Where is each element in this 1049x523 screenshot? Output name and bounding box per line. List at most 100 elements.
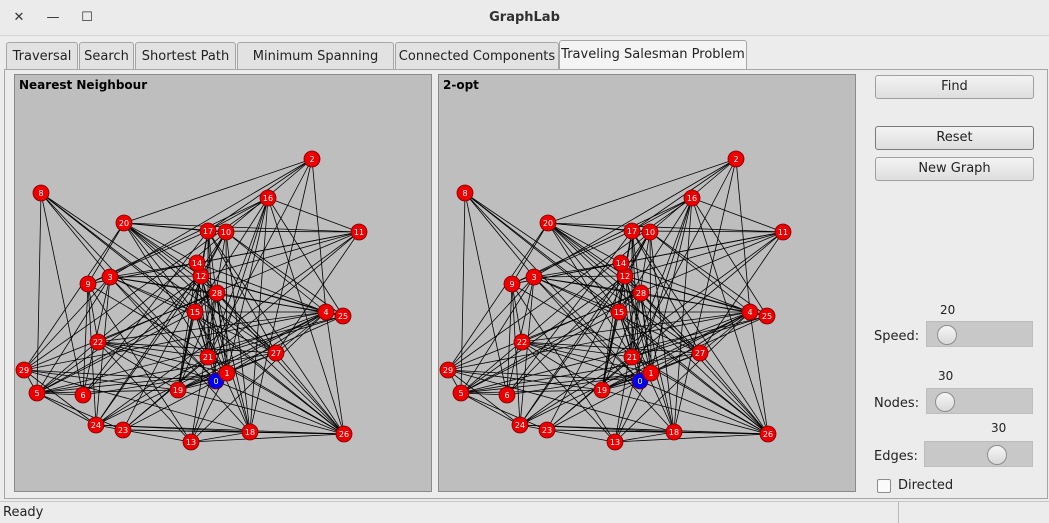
- opt-node-24[interactable]: 24: [511, 416, 529, 434]
- nn-node-10[interactable]: 10: [217, 223, 235, 241]
- opt-edge-5-24: [460, 392, 521, 426]
- nn-edge-10-25: [225, 231, 344, 317]
- nn-node-9[interactable]: 9: [79, 275, 97, 293]
- nn-edge-21-24: [95, 356, 209, 426]
- nn-node-26[interactable]: 26: [335, 425, 353, 443]
- nn-node-2[interactable]: 2: [303, 150, 321, 168]
- nn-node-17[interactable]: 17: [199, 222, 217, 240]
- opt-node-17[interactable]: 17: [623, 222, 641, 240]
- tab-connected-components[interactable]: Connected Components: [395, 42, 559, 70]
- directed-checkbox[interactable]: [877, 479, 891, 493]
- opt-node-5[interactable]: 5: [452, 384, 470, 402]
- opt-node-label: 3: [531, 273, 536, 282]
- opt-node-20[interactable]: 20: [539, 214, 557, 232]
- opt-node-13[interactable]: 13: [606, 433, 624, 451]
- nn-edge-8-15: [40, 192, 196, 313]
- opt-node-23[interactable]: 23: [538, 421, 556, 439]
- nn-node-28[interactable]: 28: [208, 284, 226, 302]
- opt-node-2[interactable]: 2: [727, 150, 745, 168]
- nn-node-16[interactable]: 16: [259, 189, 277, 207]
- opt-node-circle: [623, 222, 641, 240]
- nn-node-18[interactable]: 18: [241, 423, 259, 441]
- nn-edge-9-20: [87, 222, 125, 285]
- tab-traveling-salesman-problem[interactable]: Traveling Salesman Problem: [559, 40, 747, 71]
- new-graph-button[interactable]: New Graph: [875, 157, 1034, 181]
- opt-node-label: 12: [620, 272, 630, 281]
- close-icon[interactable]: ✕: [13, 10, 25, 25]
- reset-button[interactable]: Reset: [875, 126, 1034, 150]
- nn-node-22[interactable]: 22: [89, 333, 107, 351]
- nn-node-21[interactable]: 21: [199, 348, 217, 366]
- opt-node-9[interactable]: 9: [503, 275, 521, 293]
- opt-node-18[interactable]: 18: [665, 423, 683, 441]
- nn-node-1[interactable]: 1: [218, 364, 236, 382]
- opt-node-label: 27: [695, 349, 705, 358]
- opt-node-label: 1: [648, 369, 653, 378]
- find-button[interactable]: Find: [875, 75, 1034, 99]
- nn-node-23[interactable]: 23: [114, 421, 132, 439]
- speed-slider-handle[interactable]: [937, 325, 957, 345]
- opt-node-4[interactable]: 4: [741, 303, 759, 321]
- nn-node-6[interactable]: 6: [74, 386, 92, 404]
- opt-node-19[interactable]: 19: [593, 381, 611, 399]
- opt-node-label: 4: [747, 308, 752, 317]
- opt-node-26[interactable]: 26: [759, 425, 777, 443]
- speed-slider[interactable]: [926, 321, 1033, 347]
- nodes-slider[interactable]: [926, 388, 1033, 414]
- maximize-icon[interactable]: ☐: [81, 10, 93, 25]
- opt-node-label: 15: [614, 308, 624, 317]
- opt-node-29[interactable]: 29: [439, 361, 457, 379]
- minimize-icon[interactable]: —: [46, 10, 60, 25]
- tab-minimum-spanning-tree[interactable]: Minimum Spanning Tree: [237, 42, 394, 91]
- nn-node-label: 1: [224, 369, 229, 378]
- nn-edge-21-23: [122, 356, 209, 431]
- tab-shortest-path[interactable]: Shortest Path: [135, 42, 236, 70]
- opt-node-25[interactable]: 25: [758, 307, 776, 325]
- tab-traversal[interactable]: Traversal: [6, 42, 78, 70]
- nn-node-19[interactable]: 19: [169, 381, 187, 399]
- nn-node-8[interactable]: 8: [32, 184, 50, 202]
- opt-edge-19-25: [601, 315, 768, 391]
- nn-node-25[interactable]: 25: [334, 307, 352, 325]
- nn-node-14[interactable]: 14: [188, 254, 206, 272]
- nn-node-circle: [317, 303, 335, 321]
- nn-edge-6-12: [82, 275, 202, 396]
- nn-node-27[interactable]: 27: [267, 344, 285, 362]
- nn-node-15[interactable]: 15: [186, 303, 204, 321]
- opt-node-label: 28: [636, 289, 646, 298]
- opt-node-label: 22: [517, 338, 527, 347]
- opt-edge-3-8: [464, 192, 535, 278]
- opt-node-8[interactable]: 8: [456, 184, 474, 202]
- opt-node-14[interactable]: 14: [612, 254, 630, 272]
- nn-node-20[interactable]: 20: [115, 214, 133, 232]
- nn-node-13[interactable]: 13: [182, 433, 200, 451]
- edges-slider[interactable]: [924, 441, 1033, 467]
- nn-node-29[interactable]: 29: [15, 361, 33, 379]
- opt-node-6[interactable]: 6: [498, 386, 516, 404]
- opt-node-21[interactable]: 21: [623, 348, 641, 366]
- nodes-slider-handle[interactable]: [935, 392, 955, 412]
- nn-edge-23-26: [122, 429, 345, 435]
- edges-slider-handle[interactable]: [987, 445, 1007, 465]
- nn-node-4[interactable]: 4: [317, 303, 335, 321]
- opt-node-10[interactable]: 10: [641, 223, 659, 241]
- opt-edge-20-26: [547, 222, 769, 435]
- nn-node-11[interactable]: 11: [350, 223, 368, 241]
- opt-node-label: 17: [627, 227, 637, 236]
- nn-node-24[interactable]: 24: [87, 416, 105, 434]
- opt-node-1[interactable]: 1: [642, 364, 660, 382]
- opt-node-22[interactable]: 22: [513, 333, 531, 351]
- tab-search[interactable]: Search: [79, 42, 134, 70]
- opt-node-15[interactable]: 15: [610, 303, 628, 321]
- nn-node-3[interactable]: 3: [101, 268, 119, 286]
- opt-node-circle: [612, 254, 630, 272]
- opt-edge-13-16: [614, 197, 693, 443]
- opt-node-27[interactable]: 27: [691, 344, 709, 362]
- opt-node-16[interactable]: 16: [683, 189, 701, 207]
- nn-node-5[interactable]: 5: [28, 384, 46, 402]
- nn-node-label: 15: [190, 308, 200, 317]
- opt-node-28[interactable]: 28: [632, 284, 650, 302]
- opt-node-11[interactable]: 11: [774, 223, 792, 241]
- opt-node-3[interactable]: 3: [525, 268, 543, 286]
